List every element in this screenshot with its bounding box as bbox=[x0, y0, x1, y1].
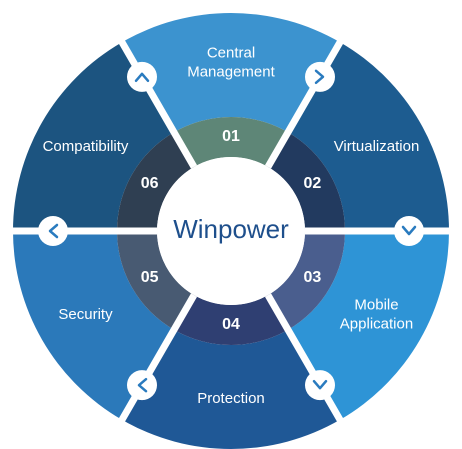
segment-inner-01 bbox=[174, 116, 288, 167]
segment-label-02: Virtualization bbox=[334, 138, 420, 155]
chevron-down-icon bbox=[401, 225, 417, 236]
segment-label-04: Protection bbox=[197, 390, 265, 407]
segment-number-02: 02 bbox=[304, 175, 322, 192]
connector-4 bbox=[127, 370, 157, 401]
segment-label-05: Security bbox=[58, 306, 113, 323]
connectors-group bbox=[38, 61, 424, 401]
separator-line bbox=[116, 36, 198, 169]
separators-group bbox=[9, 36, 453, 426]
segment-inner-02 bbox=[268, 132, 345, 231]
segments-group bbox=[13, 12, 449, 449]
numbers-group: 01 02 03 04 05 06 bbox=[141, 128, 322, 333]
segment-number-05: 05 bbox=[141, 269, 159, 286]
segment-inner-03 bbox=[268, 231, 345, 330]
segment-number-06: 06 bbox=[141, 175, 159, 192]
center-hub bbox=[157, 157, 305, 305]
segment-outer-04 bbox=[122, 329, 340, 449]
segment-inner-06 bbox=[117, 132, 194, 231]
segment-outer-05 bbox=[13, 231, 174, 420]
connector-5 bbox=[38, 216, 68, 246]
segment-inner-04 bbox=[174, 295, 288, 345]
chevron-right-icon bbox=[314, 69, 325, 85]
segment-number-04: 04 bbox=[222, 316, 240, 333]
connector-circle bbox=[38, 216, 68, 246]
chevron-up-icon bbox=[134, 72, 150, 83]
segment-outer-01 bbox=[122, 12, 340, 133]
segment-number-03: 03 bbox=[304, 269, 322, 286]
separator-line bbox=[264, 36, 346, 169]
segment-inner-05 bbox=[117, 231, 194, 330]
connector-6 bbox=[127, 61, 157, 92]
connector-circle bbox=[127, 370, 157, 401]
segment-outer-03 bbox=[288, 231, 449, 420]
center-title: Winpower bbox=[173, 214, 289, 244]
connector-3 bbox=[305, 370, 335, 401]
segment-outer-02 bbox=[288, 42, 449, 231]
chevron-down-icon bbox=[312, 379, 328, 390]
chevron-left-icon bbox=[48, 223, 59, 239]
connector-1 bbox=[305, 61, 335, 92]
separator-line bbox=[116, 293, 198, 426]
connector-circle bbox=[127, 61, 157, 92]
segment-outer-06 bbox=[13, 42, 174, 231]
connector-circle bbox=[394, 216, 424, 246]
inner-ring-group bbox=[117, 116, 345, 345]
separator-line bbox=[264, 293, 346, 426]
segment-label-06: Compatibility bbox=[43, 138, 129, 155]
connector-circle bbox=[305, 61, 335, 92]
connector-2 bbox=[394, 216, 424, 246]
chevron-left-icon bbox=[137, 377, 148, 393]
connector-circle bbox=[305, 370, 335, 401]
segment-number-01: 01 bbox=[222, 128, 240, 145]
